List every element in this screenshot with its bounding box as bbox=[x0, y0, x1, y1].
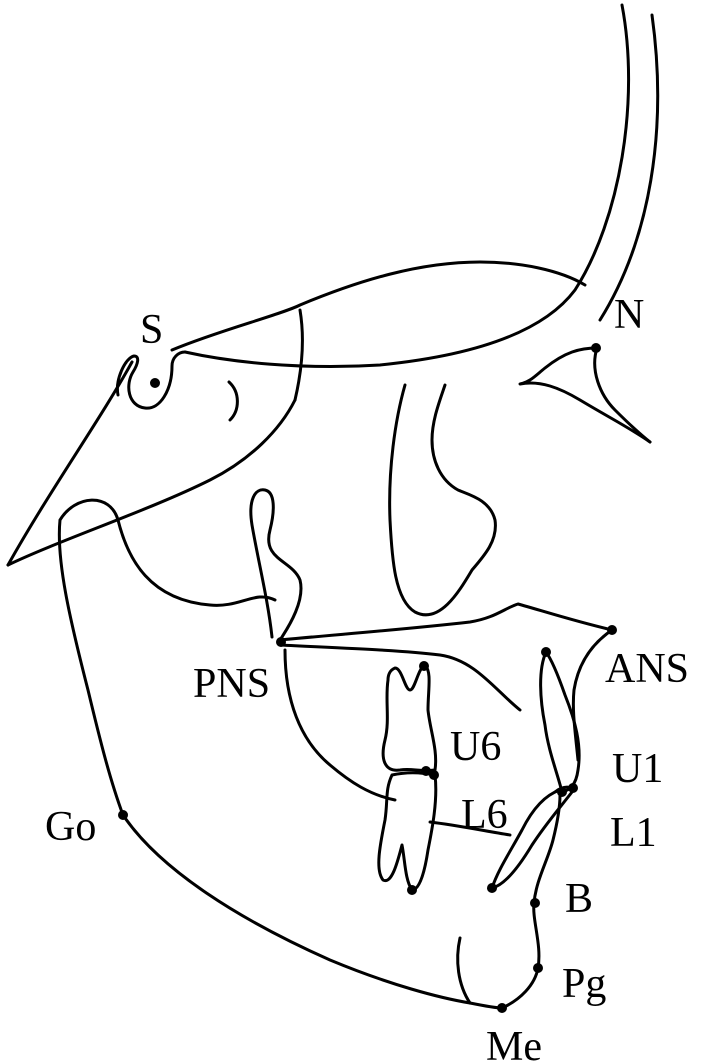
cranial-outline bbox=[6, 3, 660, 567]
frontal-bone-inner bbox=[598, 13, 660, 322]
landmark-point-ans bbox=[607, 625, 617, 635]
landmark-point-s bbox=[150, 378, 160, 388]
landmark-point-l1-root bbox=[487, 883, 497, 893]
landmark-point-u6-cusp bbox=[419, 661, 429, 671]
label-pns: PNS bbox=[193, 661, 270, 707]
premaxilla bbox=[571, 628, 614, 762]
maxilla-outline bbox=[249, 383, 614, 762]
label-me: Me bbox=[486, 1024, 542, 1063]
palate bbox=[278, 643, 522, 712]
landmark-point-n bbox=[591, 343, 601, 353]
lower-molar bbox=[377, 771, 438, 892]
label-pg: Pg bbox=[562, 961, 606, 1007]
sphenoid-line bbox=[293, 308, 304, 402]
mandibular-alveolus bbox=[428, 820, 512, 837]
label-u6: U6 bbox=[450, 724, 501, 770]
frontal-bone-outer bbox=[183, 3, 631, 369]
landmark-point-u1-apex bbox=[541, 647, 551, 657]
nasal-bone bbox=[518, 346, 652, 444]
label-s: S bbox=[140, 307, 163, 353]
sella-turcica bbox=[115, 350, 187, 410]
label-u1: U1 bbox=[612, 746, 663, 792]
landmark-point-b bbox=[530, 898, 540, 908]
landmark-point-pns bbox=[276, 637, 286, 647]
label-ans: ANS bbox=[605, 646, 689, 692]
landmark-point-pg bbox=[533, 963, 543, 973]
upper-incisor bbox=[539, 650, 581, 794]
landmark-point-u1 bbox=[568, 783, 578, 793]
label-n: N bbox=[614, 292, 644, 338]
occipital-base bbox=[6, 398, 297, 567]
clinoid-mark bbox=[227, 380, 239, 422]
ramus-anterior bbox=[283, 648, 397, 802]
label-b: B bbox=[565, 876, 593, 922]
maxillary-body bbox=[388, 383, 497, 617]
clivus bbox=[6, 360, 134, 567]
label-go: Go bbox=[45, 804, 96, 850]
landmark-labels: S N PNS ANS U6 U1 L6 L1 Go B Pg Me bbox=[45, 292, 689, 1063]
landmark-point-go bbox=[118, 810, 128, 820]
upper-molar bbox=[381, 663, 438, 773]
nasal-floor bbox=[278, 602, 614, 642]
anterior-cranial-base bbox=[170, 260, 587, 352]
landmark-point-u6 bbox=[421, 766, 431, 776]
mandible-border bbox=[57, 498, 504, 1010]
landmark-point-l1 bbox=[557, 787, 567, 797]
label-l1: L1 bbox=[610, 810, 657, 856]
pterygomaxillary-fissure bbox=[249, 488, 303, 642]
landmark-point-me bbox=[497, 1003, 507, 1013]
landmark-point-l6-root bbox=[407, 885, 417, 895]
landmark-points bbox=[118, 343, 617, 1013]
label-l6: L6 bbox=[461, 792, 508, 838]
landmark-point-l6 bbox=[429, 770, 439, 780]
symphysis-inner bbox=[456, 936, 472, 1005]
nasal-inner bbox=[593, 346, 652, 444]
